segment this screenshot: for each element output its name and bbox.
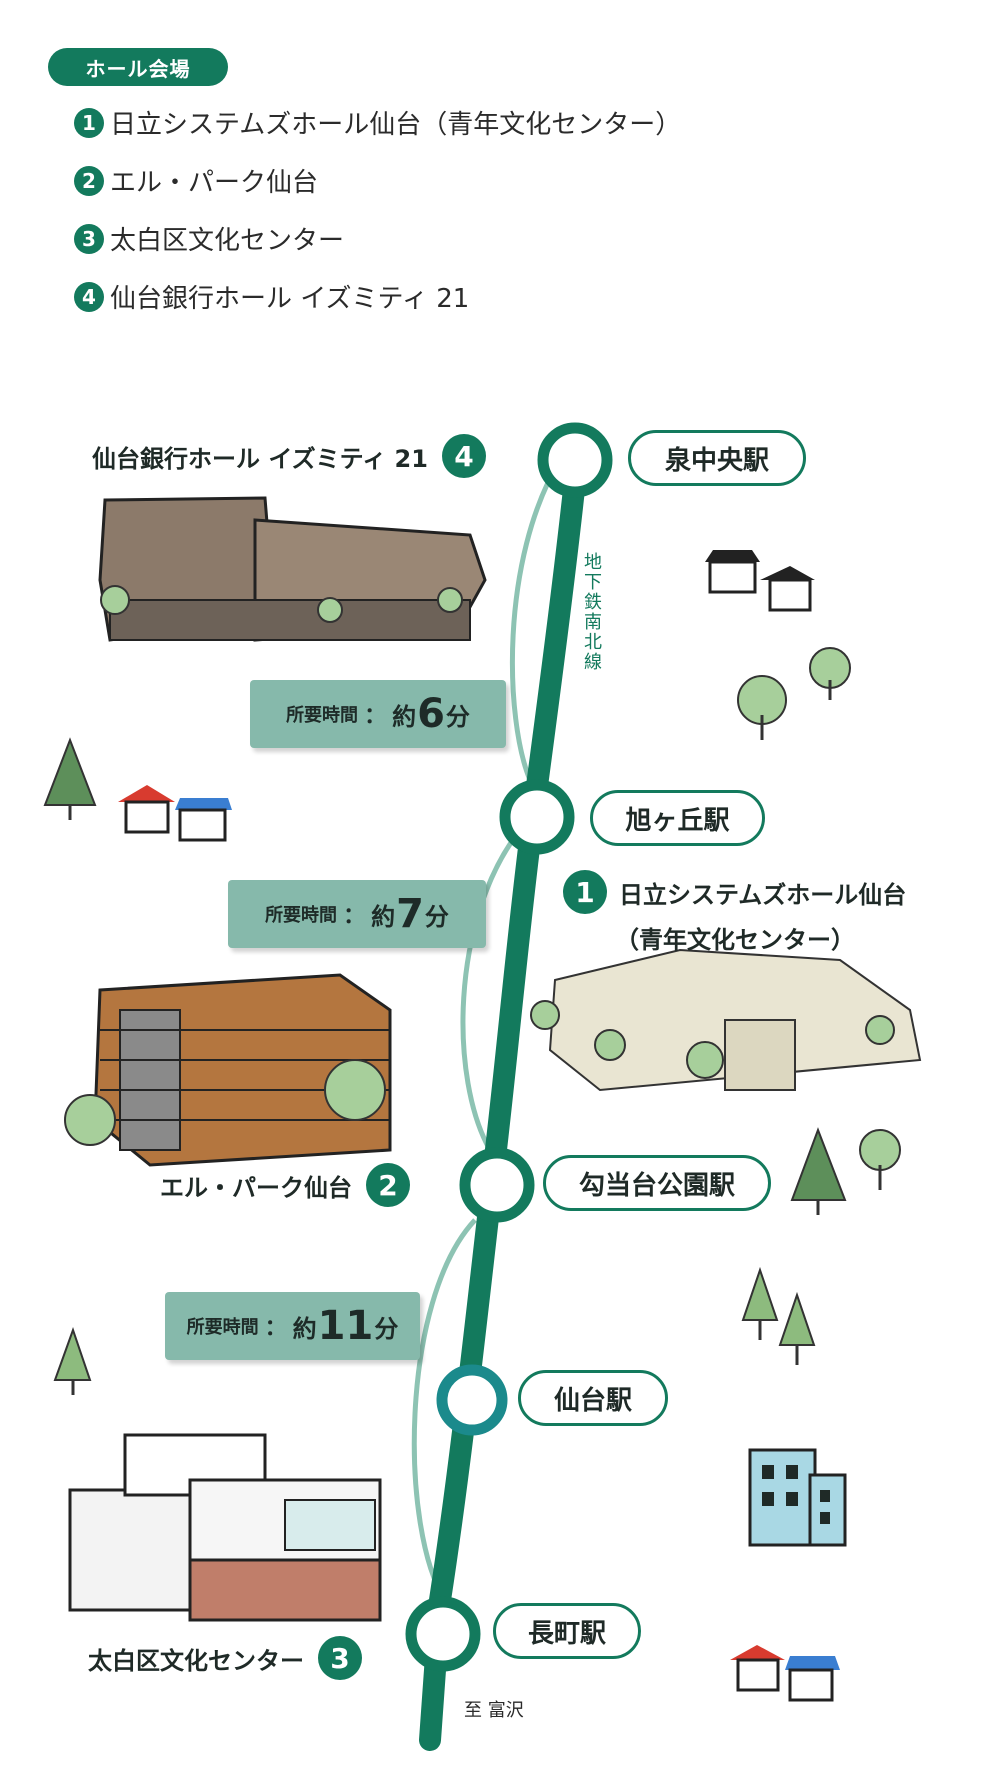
venue-number-badge: 1: [74, 107, 104, 138]
travel-time-unit: 分: [445, 702, 470, 731]
house-icon: [760, 566, 815, 612]
travel-time-approx: 約: [292, 1314, 317, 1343]
travel-time-unit: 分: [374, 1314, 399, 1343]
travel-time-minutes: 6: [417, 691, 445, 737]
tree-icon: [43, 737, 97, 820]
venue-name: 太白区文化センター: [88, 1646, 304, 1675]
travel-time-prefix: 所要時間: [265, 905, 338, 926]
line-name-label: 地下鉄南北線: [581, 552, 602, 672]
venue-label: 太白区文化センター 3: [88, 1636, 362, 1680]
venue-label: 1 日立システムズホール仙台 （青年文化センター）: [563, 870, 906, 955]
venue-number-badge: 4: [441, 434, 486, 478]
legend-label: 太白区文化センター: [110, 226, 345, 256]
venue-subname: （青年文化センター）: [615, 926, 855, 954]
venue-name: エル・パーク仙台: [160, 1173, 352, 1202]
venue-number-badge: 3: [74, 223, 104, 254]
house-icon: [705, 550, 760, 594]
tree-icon: [737, 675, 787, 740]
house-icon: [785, 1656, 840, 1702]
travel-time-minutes: 11: [317, 1303, 374, 1349]
legend-item: 3 太白区文化センター: [74, 220, 344, 257]
travel-time-approx: 約: [371, 902, 396, 931]
venue-label: エル・パーク仙台 2: [160, 1163, 410, 1207]
venue-name: 日立システムズホール仙台: [619, 880, 907, 909]
travel-time-box: 所要時間 ： 約 6 分: [250, 680, 506, 748]
house-icon: [175, 798, 232, 842]
travel-time-unit: 分: [424, 902, 449, 931]
venue-number-badge: 3: [318, 1636, 362, 1680]
station-marker: [436, 1364, 508, 1436]
venue-number-badge: 4: [74, 281, 104, 312]
seinen-bunka-building-illustration: [530, 948, 922, 1092]
station-label: 長町駅: [493, 1603, 641, 1659]
legend-item: 1 日立システムズホール仙台（青年文化センター）: [74, 104, 681, 141]
venue-number-badge: 2: [366, 1163, 410, 1207]
station-label: 仙台駅: [518, 1370, 668, 1426]
tree-icon: [741, 1266, 779, 1340]
travel-time-separator: ：: [264, 1316, 287, 1341]
office-building-icon: [748, 1448, 847, 1547]
venue-name: 仙台銀行ホール イズミティ 21: [92, 444, 428, 473]
tree-icon: [809, 647, 851, 700]
house-icon: [730, 1645, 785, 1692]
subway-line: [419, 469, 586, 1751]
izumity-building-illustration: [98, 496, 487, 642]
elpark-building-illustration: [64, 973, 392, 1167]
route-curve-light: [509, 458, 563, 781]
legend-label: 仙台銀行ホール イズミティ 21: [110, 284, 470, 314]
travel-time-prefix: 所要時間: [186, 1317, 259, 1338]
station-marker: [499, 779, 575, 855]
route-curve-light: [460, 828, 522, 1152]
travel-time-prefix: 所要時間: [286, 705, 359, 726]
legend-item: 4 仙台銀行ホール イズミティ 21: [74, 278, 469, 315]
destination-label: 至 富沢: [464, 1700, 524, 1721]
travel-time-box: 所要時間 ： 約 7 分: [228, 880, 486, 948]
tree-icon: [53, 1326, 92, 1395]
legend-label: エル・パーク仙台: [110, 168, 319, 198]
venue-label: 仙台銀行ホール イズミティ 21 4: [92, 434, 486, 478]
hall-venues-badge: ホール会場: [48, 48, 228, 86]
station-label: 勾当台公園駅: [543, 1155, 771, 1211]
tree-icon: [859, 1129, 901, 1190]
house-icon: [118, 785, 175, 834]
station-marker: [537, 422, 613, 498]
travel-time-minutes: 7: [396, 891, 424, 937]
venue-number-badge: 1: [563, 870, 607, 914]
legend-label: 日立システムズホール仙台（青年文化センター）: [110, 110, 682, 140]
travel-time-separator: ：: [364, 704, 387, 729]
tree-icon: [790, 1127, 847, 1215]
tree-icon: [778, 1291, 816, 1365]
station-label: 旭ヶ丘駅: [590, 790, 765, 846]
travel-time-approx: 約: [392, 702, 417, 731]
travel-time-separator: ：: [343, 904, 366, 929]
venue-number-badge: 2: [74, 165, 104, 196]
station-marker: [405, 1596, 481, 1672]
legend-item: 2 エル・パーク仙台: [74, 162, 318, 199]
station-label: 泉中央駅: [628, 430, 806, 486]
route-curve-light: [411, 1218, 477, 1602]
travel-time-box: 所要時間 ： 約 11 分: [165, 1292, 420, 1360]
station-marker: [459, 1147, 535, 1223]
taihaku-building-illustration: [68, 1433, 382, 1622]
